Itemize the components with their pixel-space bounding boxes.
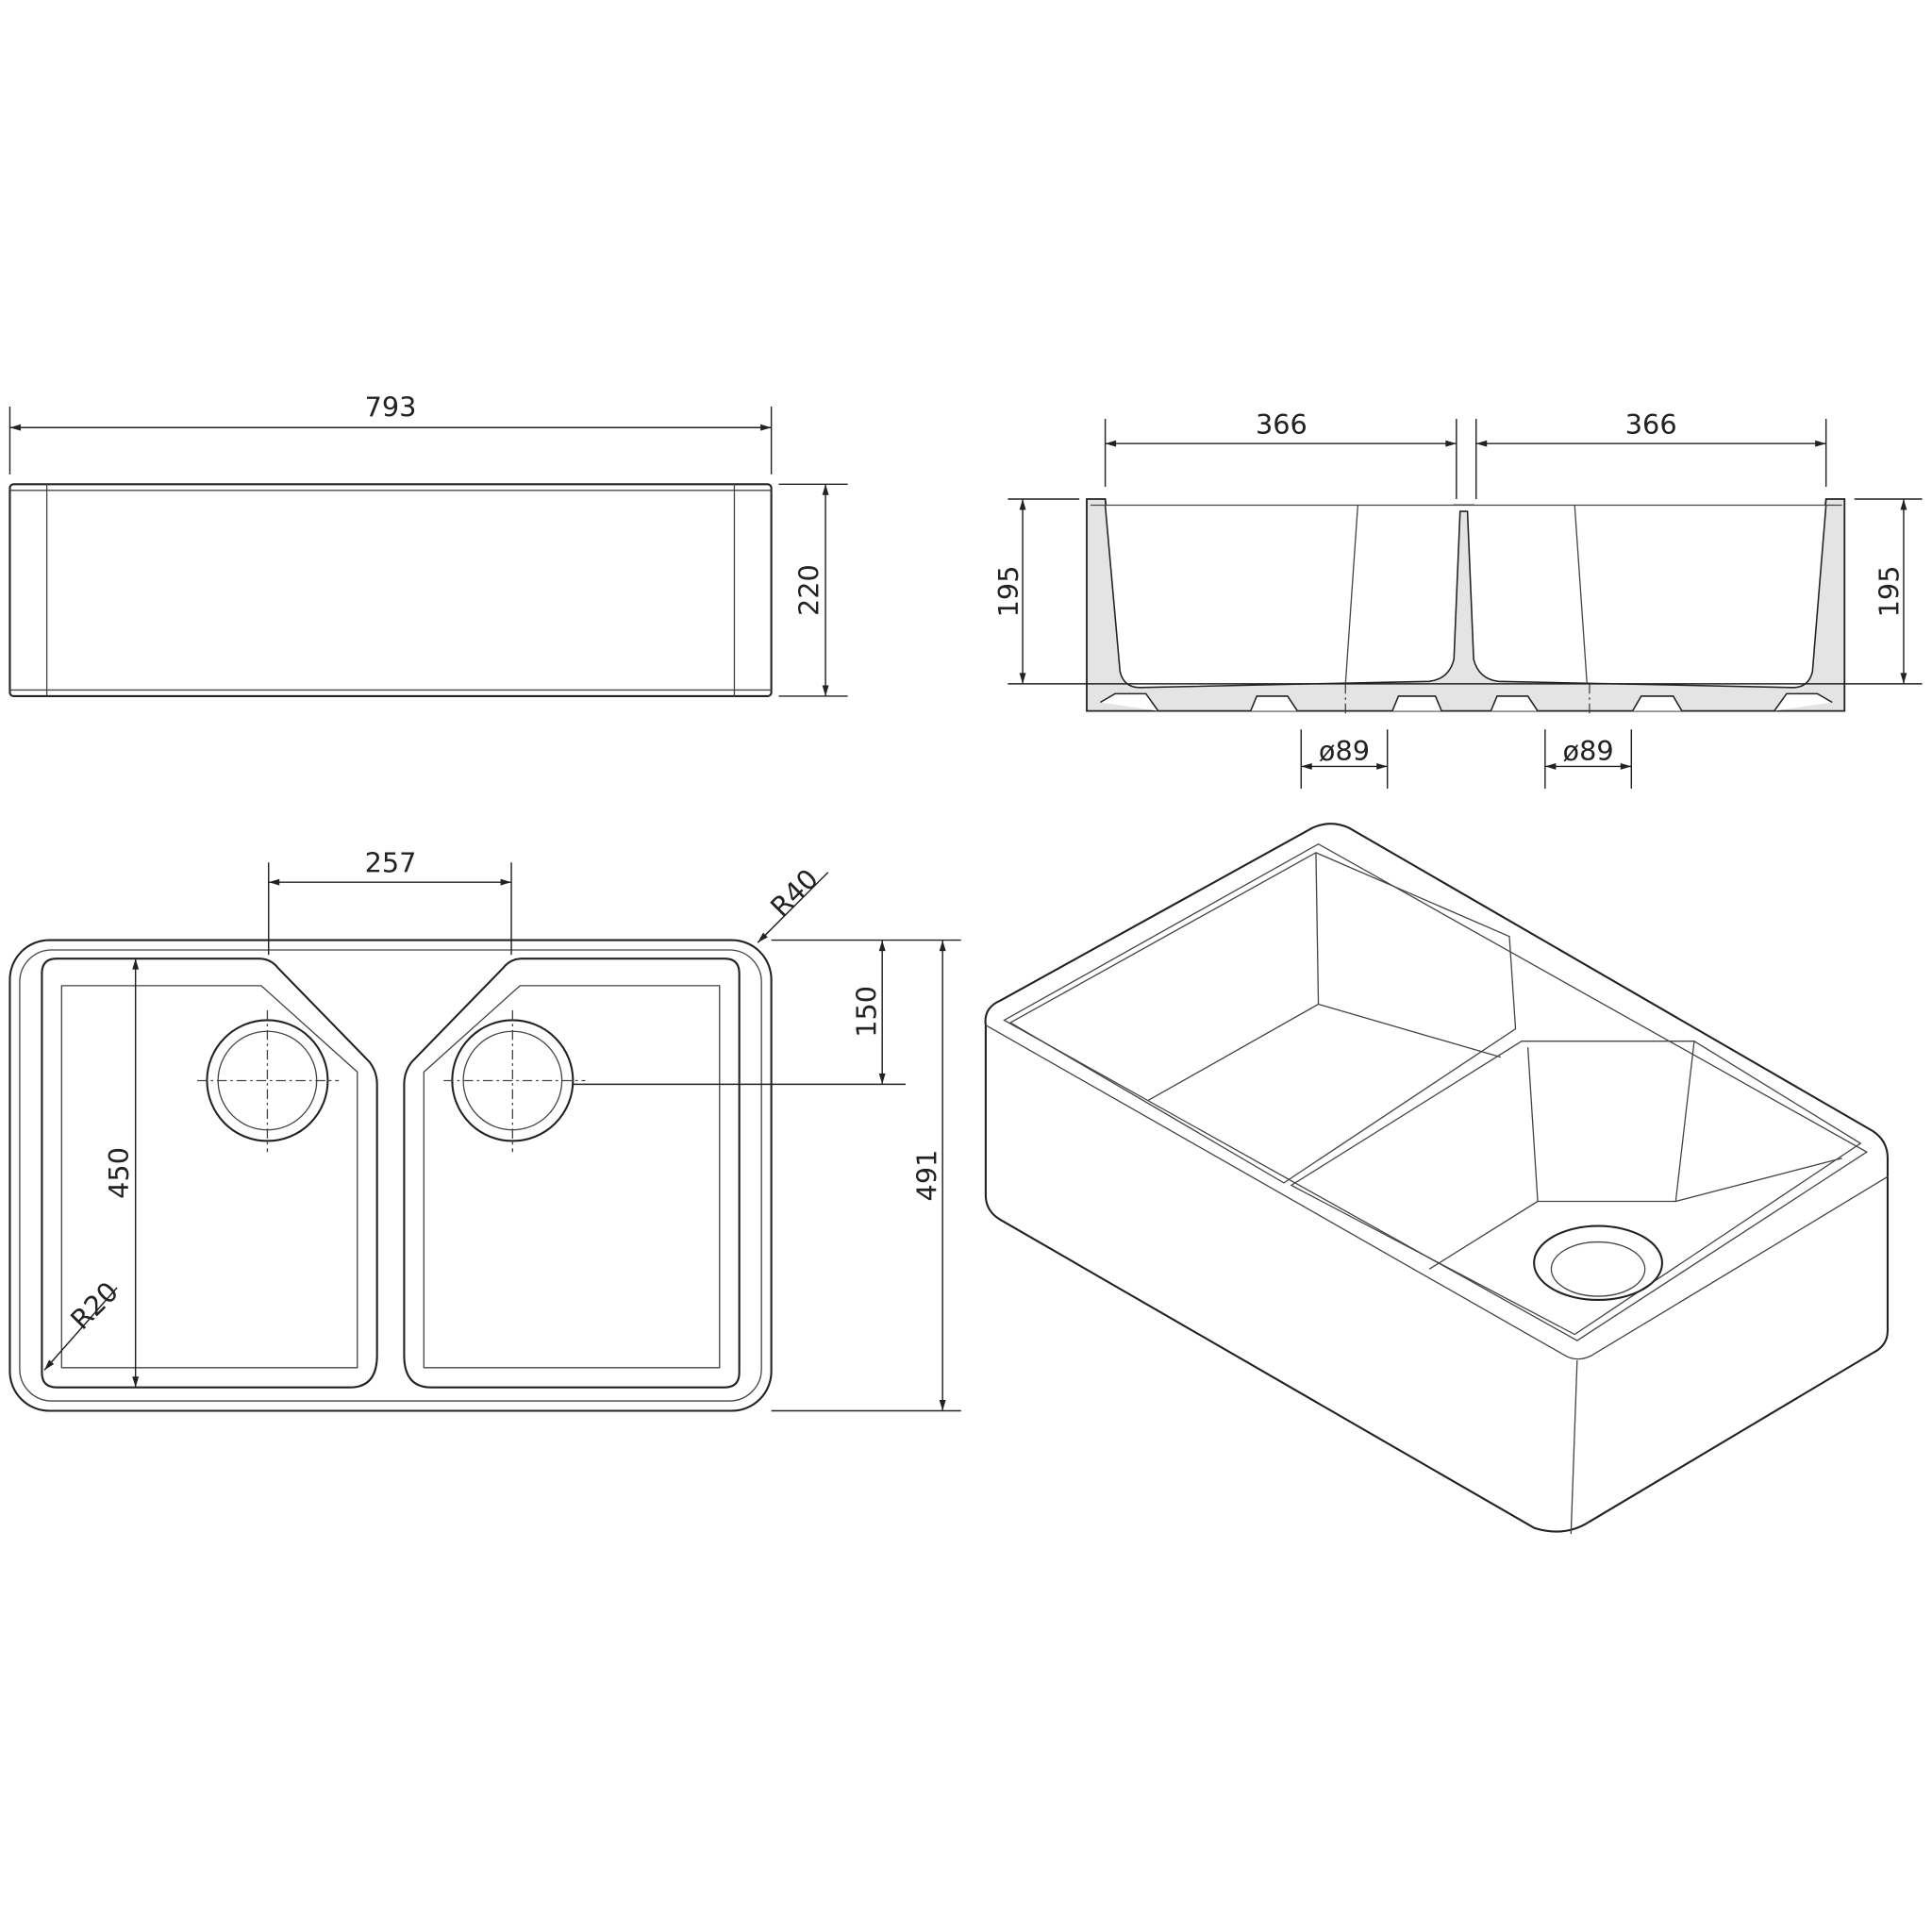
left-depth-label: 195 bbox=[992, 566, 1024, 618]
left-drain-diameter-label: ø89 bbox=[1319, 735, 1370, 767]
plan-view: 257 R40 150 491 450 R20 bbox=[8, 847, 961, 1412]
drain-spacing-label: 257 bbox=[365, 847, 417, 879]
overall-width-label: 793 bbox=[365, 391, 417, 423]
overall-depth-label: 491 bbox=[911, 1150, 943, 1202]
drain-offset-label: 150 bbox=[851, 986, 883, 1038]
front-view: 793 220 bbox=[8, 391, 848, 698]
section-view: 366 366 195 195 ø89 ø89 bbox=[992, 408, 1923, 789]
bowl-depth-label: 450 bbox=[103, 1147, 135, 1199]
right-depth-label: 195 bbox=[1874, 566, 1906, 618]
overall-height-label: 220 bbox=[792, 564, 824, 616]
isometric-view bbox=[984, 823, 1890, 1535]
right-drain-diameter-label: ø89 bbox=[1563, 735, 1614, 767]
right-bowl-width-label: 366 bbox=[1625, 408, 1677, 441]
left-bowl-width-label: 366 bbox=[1256, 408, 1307, 441]
inner-radius-label: R20 bbox=[64, 1275, 125, 1336]
outer-radius-label: R40 bbox=[764, 862, 824, 923]
